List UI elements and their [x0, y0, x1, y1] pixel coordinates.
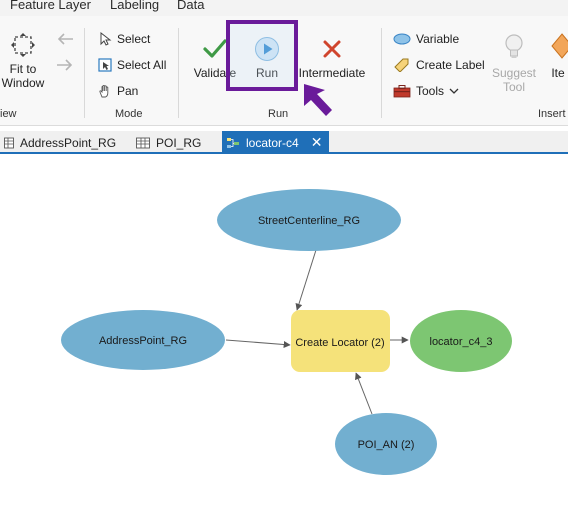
run-highlight-box — [226, 20, 298, 91]
doc-tab-label: locator-c4 — [246, 135, 299, 150]
suggest-tool-label-2: Tool — [502, 80, 525, 94]
intermediate-label: Intermediate — [298, 66, 366, 80]
node-street-centerline[interactable]: StreetCenterline_RG — [217, 189, 401, 251]
tab-feature-layer[interactable]: Feature Layer — [10, 0, 91, 12]
toolbox-icon — [393, 85, 411, 98]
select-all-label: Select All — [117, 58, 167, 72]
node-label: Create Locator (2) — [295, 337, 384, 349]
pointer-arrow-icon — [304, 84, 332, 116]
connector-street-to-tool — [295, 249, 317, 311]
play-icon — [255, 37, 279, 61]
fit-to-window-icon — [11, 33, 35, 57]
doc-tab-locator-c4[interactable]: locator-c4 ✕ — [222, 131, 329, 154]
node-label: StreetCenterline_RG — [258, 215, 360, 227]
pan-button[interactable]: Pan — [98, 84, 138, 98]
table-icon — [4, 137, 14, 148]
x-mark-icon — [323, 40, 341, 58]
connector-address-to-tool — [225, 339, 291, 348]
validate-label: Validate — [193, 66, 237, 80]
fit-to-window-label-1: Fit to — [9, 62, 37, 76]
ribbon: Fit to Window iew Select Select All Pan … — [0, 16, 568, 126]
connector-poi-to-tool — [355, 372, 373, 415]
variable-button[interactable]: Variable — [393, 32, 459, 46]
back-arrow-icon[interactable] — [55, 31, 75, 47]
node-poi-an[interactable]: POI_AN (2) — [335, 413, 437, 475]
select-label: Select — [117, 32, 151, 46]
fit-to-window-label-2: Window — [1, 76, 45, 90]
run-label: Run — [255, 66, 278, 80]
table-icon — [136, 137, 150, 148]
items-button-partial[interactable]: Ite — [548, 32, 568, 80]
doc-tab-poi-rg[interactable]: POI_RG — [132, 131, 205, 154]
mode-group-label: Mode — [115, 108, 143, 120]
select-all-button[interactable]: Select All — [98, 58, 166, 72]
model-builder-icon — [227, 137, 239, 148]
group-separator — [381, 28, 382, 118]
node-label: AddressPoint_RG — [99, 335, 187, 347]
fit-to-window-button[interactable]: Fit to Window — [0, 32, 46, 90]
tools-dropdown[interactable]: Tools — [393, 84, 459, 98]
pan-label: Pan — [117, 84, 139, 98]
diamond-icon — [551, 33, 568, 59]
doc-tab-label: AddressPoint_RG — [20, 135, 117, 150]
node-addresspoint[interactable]: AddressPoint_RG — [61, 310, 225, 370]
tab-data[interactable]: Data — [177, 0, 205, 12]
view-group-label: iew — [0, 108, 17, 120]
forward-arrow-icon[interactable] — [55, 57, 75, 73]
ribbon-tab-strip: Feature Layer Labeling Data — [0, 0, 568, 16]
group-separator — [84, 28, 85, 118]
run-button[interactable]: Run — [245, 36, 289, 80]
select-cursor-icon — [100, 32, 112, 46]
variable-ellipse-icon — [393, 33, 411, 45]
items-label-partial: Ite — [551, 66, 565, 80]
model-canvas[interactable]: StreetCenterline_RG AddressPoint_RG Crea… — [0, 156, 568, 515]
select-all-icon — [98, 58, 112, 72]
close-tab-icon[interactable]: ✕ — [310, 134, 323, 150]
model-diagram: StreetCenterline_RG AddressPoint_RG Crea… — [61, 189, 512, 475]
intermediate-button[interactable]: Intermediate — [296, 36, 368, 80]
suggest-tool-button[interactable]: Suggest Tool — [490, 32, 538, 94]
doc-tab-addresspoint[interactable]: AddressPoint_RG — [0, 131, 120, 154]
node-label: locator_c4_3 — [430, 336, 493, 348]
pan-hand-icon — [99, 84, 109, 98]
create-label-label: Create Label — [416, 58, 485, 72]
document-tab-strip: AddressPoint_RG POI_RG locator-c4 ✕ — [0, 131, 568, 154]
create-label-button[interactable]: Create Label — [393, 58, 485, 72]
run-group-label: Run — [268, 108, 289, 120]
validate-button[interactable]: Validate — [192, 36, 238, 80]
insert-group-label: Insert — [538, 108, 566, 120]
node-locator-output[interactable]: locator_c4_3 — [410, 310, 512, 372]
select-button[interactable]: Select — [98, 32, 150, 46]
doc-tab-label: POI_RG — [156, 135, 202, 150]
lightbulb-icon — [505, 34, 523, 58]
chevron-down-icon — [449, 88, 459, 94]
node-label: POI_AN (2) — [358, 439, 415, 451]
tab-labeling[interactable]: Labeling — [110, 0, 160, 12]
group-separator — [178, 28, 179, 118]
label-tag-icon — [394, 58, 409, 72]
checkmark-icon — [203, 39, 227, 58]
suggest-tool-label-1: Suggest — [491, 66, 537, 80]
tools-label: Tools — [416, 84, 445, 98]
node-create-locator-tool[interactable]: Create Locator (2) — [291, 310, 390, 372]
variable-label: Variable — [416, 32, 460, 46]
